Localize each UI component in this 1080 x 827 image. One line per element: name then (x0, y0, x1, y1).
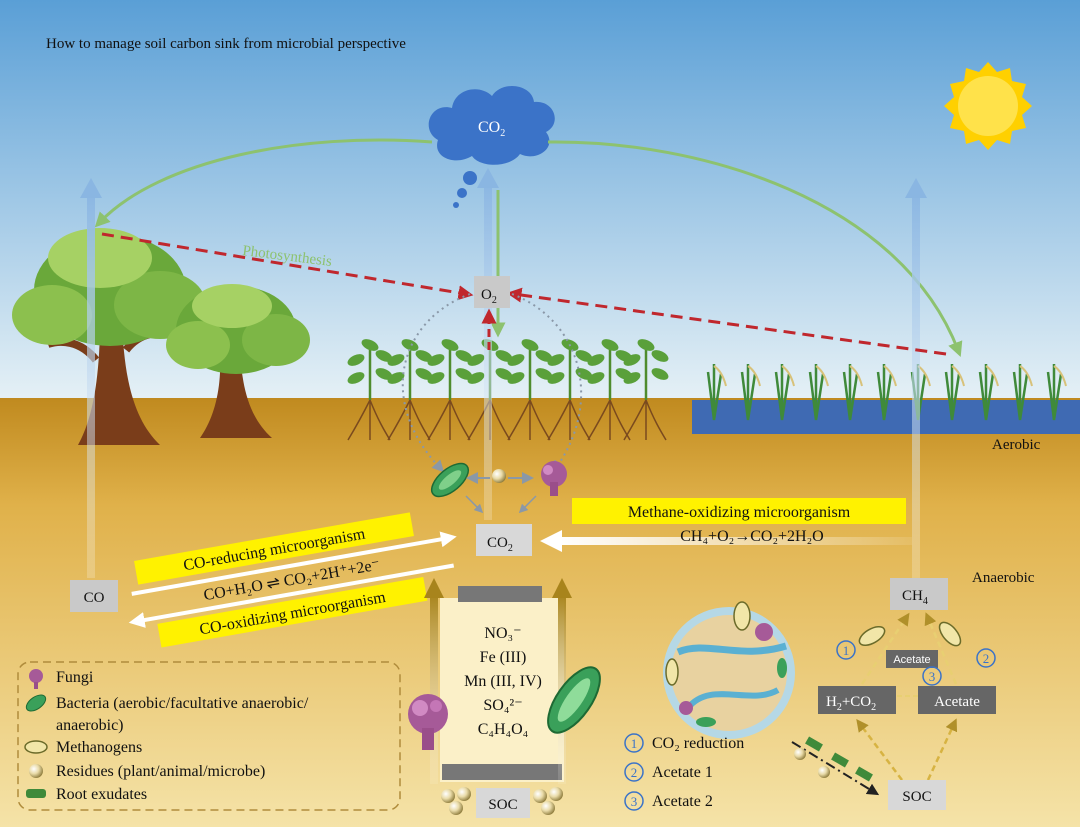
acetate-small-label: Acetate (893, 654, 930, 666)
pathway-label: Acetate 1 (652, 764, 713, 781)
legend-label: Fungi (56, 669, 94, 686)
co-label: CO (84, 590, 105, 606)
marker-3-label: 3 (929, 669, 936, 684)
aerobic-label: Aerobic (992, 437, 1041, 453)
pathway-number: 1 (631, 736, 638, 751)
electron-acceptor-label: NO₃⁻ (484, 625, 521, 642)
pathway-label: Acetate 2 (652, 793, 713, 810)
legend-label: Root exudates (56, 786, 147, 803)
soc-right-label: SOC (902, 789, 931, 805)
methanogen-icon (25, 741, 47, 753)
soc-up-arrow-left-shaft (430, 594, 438, 784)
methane-oxidizing-label: Methane-oxidizing microorganism (628, 504, 851, 521)
page-title: How to manage soil carbon sink from micr… (46, 36, 406, 52)
residue-icon (29, 764, 43, 778)
residue-ball-b (818, 766, 830, 778)
legend-label: Bacteria (aerobic/facultative anaerobic/ (56, 695, 309, 712)
pathway-number: 2 (631, 765, 638, 780)
ch4-to-air-arrow-shaft (912, 190, 920, 578)
root-exudate-icon (26, 789, 46, 798)
electron-acceptor-label: Mn (III, IV) (464, 673, 542, 690)
marker-2-label: 2 (983, 651, 990, 666)
ch4-oxidation-equation: CH₄+O₂→CO₂+2H₂O (680, 528, 823, 545)
residue-ball-a (794, 748, 806, 760)
residue-ball-icon (492, 469, 506, 483)
legend-label: anaerobic) (56, 717, 124, 734)
acetate-label: Acetate (934, 694, 980, 710)
column-bottom-bar (442, 764, 562, 780)
legend-label: Methanogens (56, 739, 142, 756)
electron-acceptor-label: C₄H₄O₄ (478, 721, 529, 738)
pathway-number: 3 (631, 794, 638, 809)
co-to-air-arrow-shaft (87, 190, 95, 578)
anaerobic-label: Anaerobic (972, 570, 1035, 586)
pathway-label: CO₂ reduction (652, 735, 744, 752)
soc-center-label: SOC (488, 797, 517, 813)
electron-acceptor-label: SO₄²⁻ (483, 697, 522, 714)
legend-label: Residues (plant/animal/microbe) (56, 763, 265, 780)
column-top-bar (458, 586, 542, 602)
marker-1-label: 1 (843, 643, 850, 658)
electron-acceptor-label: Fe (III) (480, 649, 527, 666)
